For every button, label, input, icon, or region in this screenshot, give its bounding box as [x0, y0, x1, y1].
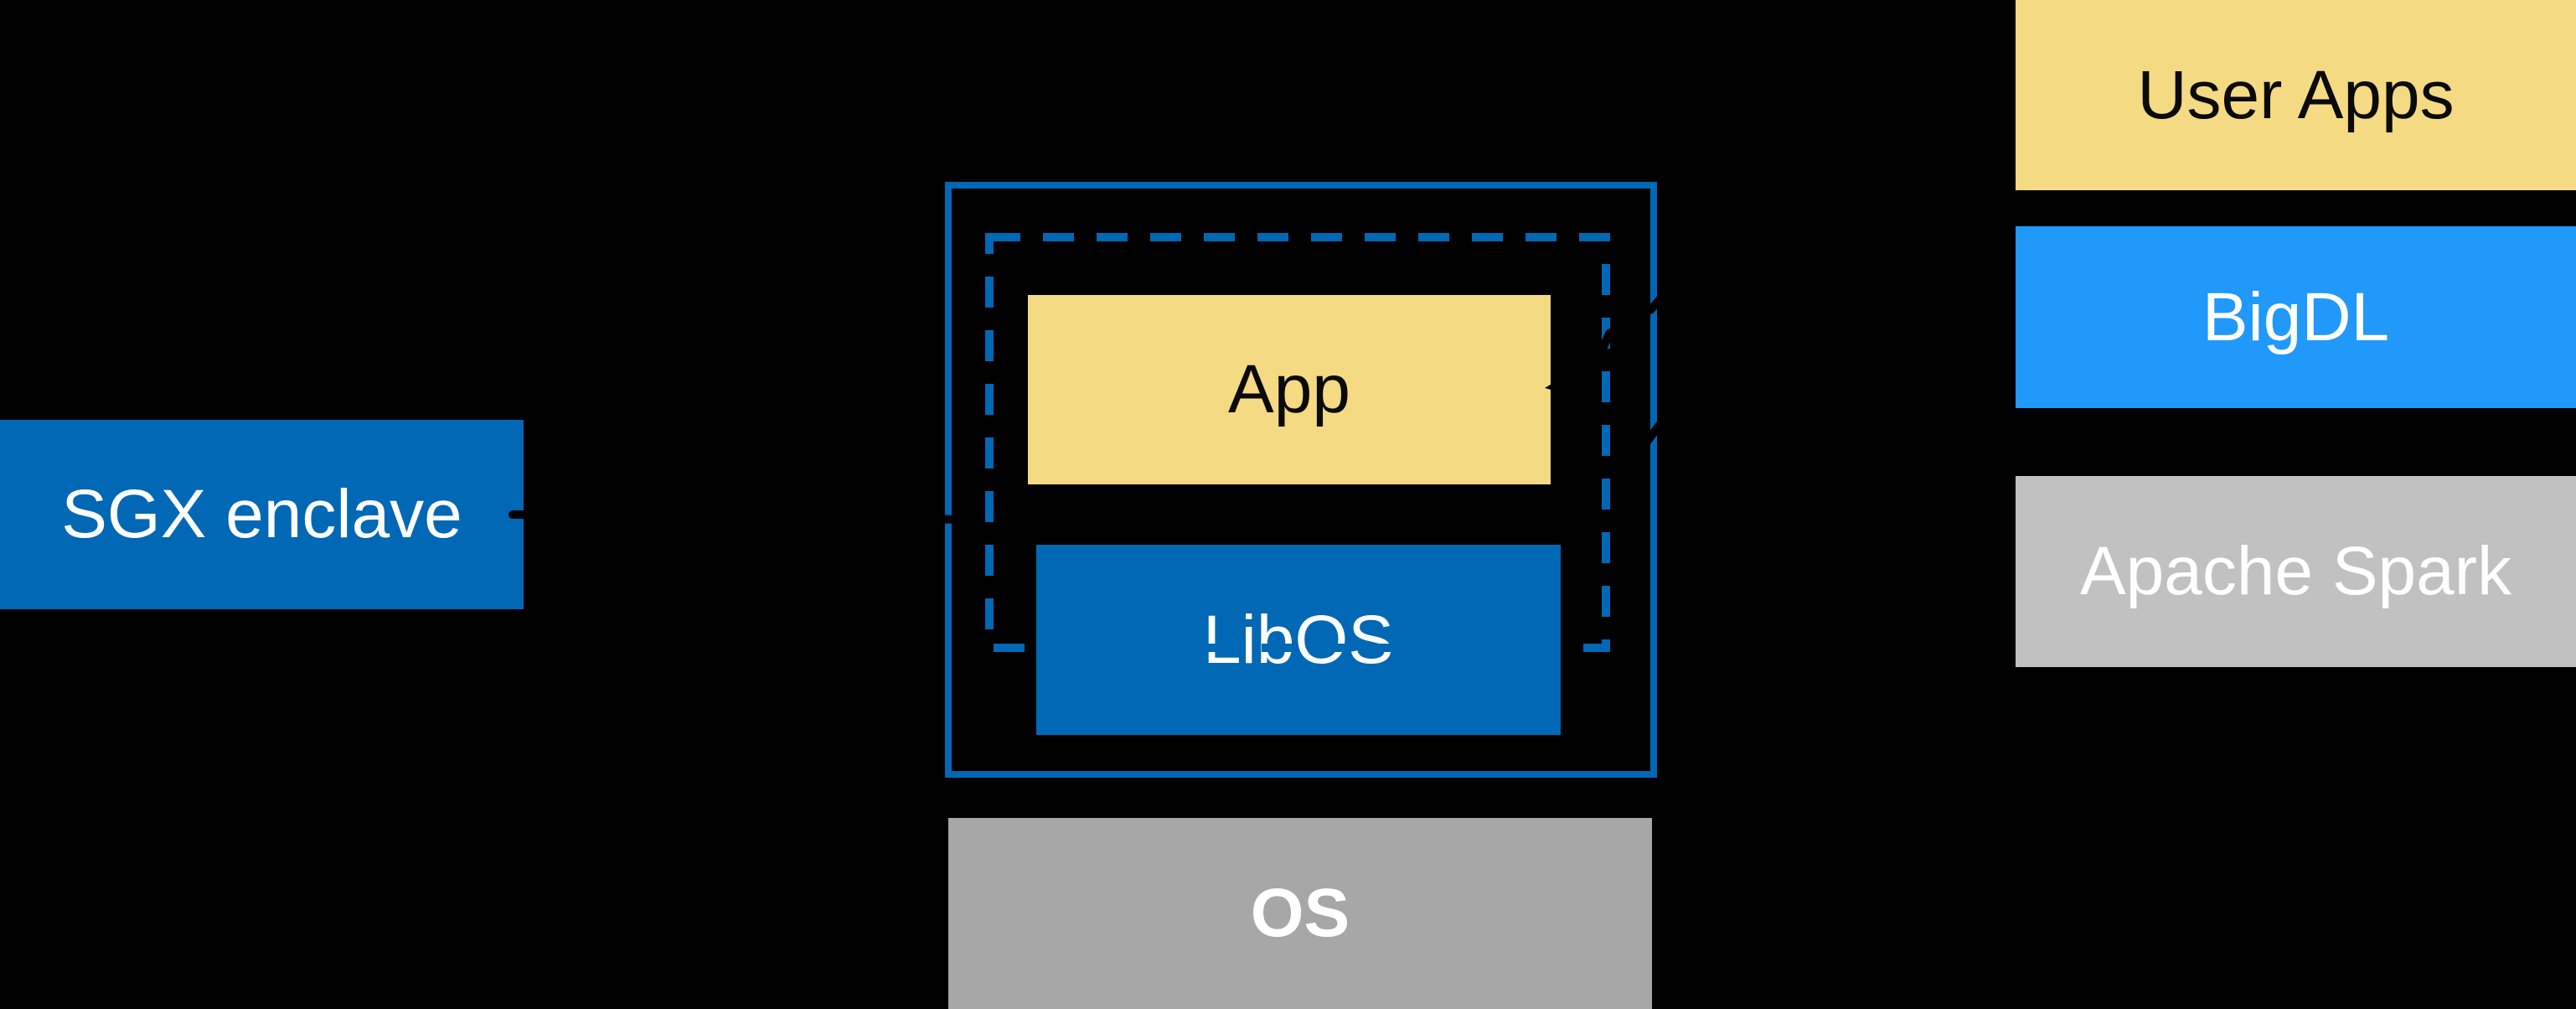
- stack-item-apache-spark: Apache Spark: [2016, 476, 2576, 667]
- arrow-to-enclave-boundary: [1624, 310, 1956, 468]
- bigdl-label: BigDL: [2202, 278, 2390, 355]
- stack-item-user-apps: User Apps: [2016, 0, 2576, 190]
- sgx-pointer-arrow: [508, 508, 980, 531]
- user-apps-label: User Apps: [2137, 56, 2455, 133]
- stack-item-bigdl: BigDL: [2016, 226, 2576, 408]
- enclave-outer-frame: [945, 182, 1657, 778]
- sgx-enclave-box: SGX enclave: [0, 420, 524, 609]
- apache-spark-label: Apache Spark: [2079, 533, 2512, 609]
- os-label: OS: [1250, 875, 1350, 951]
- sgx-enclave-label: SGX enclave: [61, 476, 462, 552]
- app-box: App: [1028, 295, 1551, 484]
- os-box: OS: [948, 818, 1652, 1009]
- libos-box: LibOS: [1036, 545, 1561, 735]
- app-label: App: [1228, 351, 1350, 427]
- libos-label: LibOS: [1203, 601, 1394, 678]
